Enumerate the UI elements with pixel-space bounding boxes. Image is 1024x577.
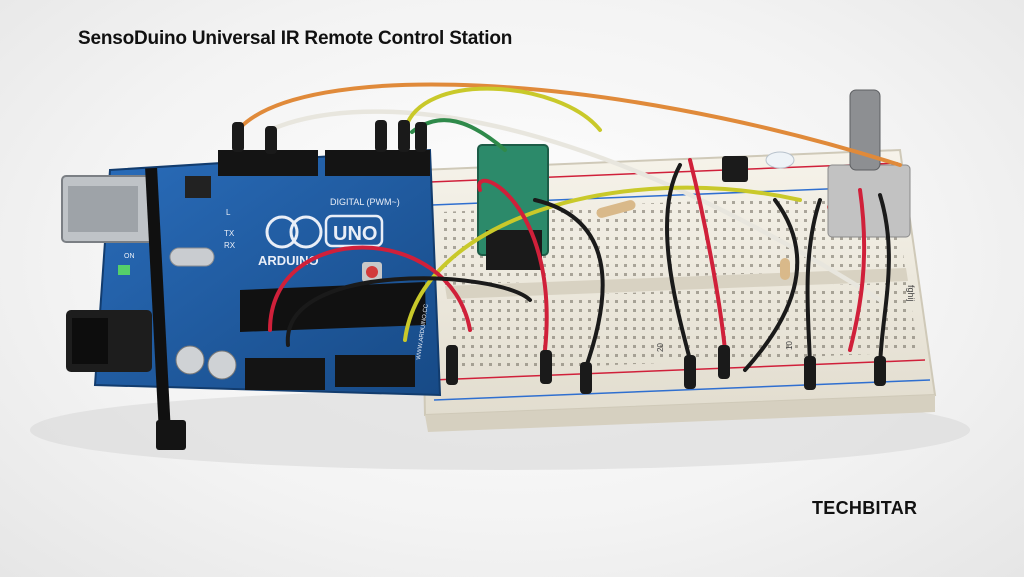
brand-part-2: BITAR: [862, 498, 918, 518]
row-label-right: 10: [785, 341, 794, 350]
cable-tie-head: [156, 420, 186, 450]
plug-3: [580, 362, 592, 394]
led-on-label: ON: [124, 253, 135, 260]
uno-text: UNO: [333, 223, 377, 245]
wire-yellow-top: [403, 86, 602, 132]
header-analog: [335, 355, 415, 387]
power-led: [118, 265, 130, 275]
wire-black-2: [743, 198, 800, 372]
header-digital: [325, 150, 430, 176]
wire-black-3: [805, 198, 822, 372]
wire-black-1: [665, 163, 692, 362]
plug-top-4: [398, 120, 410, 152]
rail-blue-bottom: [433, 379, 931, 401]
wire-red-2: [848, 188, 867, 352]
plug-4: [684, 355, 696, 389]
plug-1: [446, 345, 458, 385]
resistor-2: [780, 258, 790, 280]
potentiometer-body: [827, 164, 911, 238]
brand-part-1: TECH: [812, 498, 863, 518]
capacitor-2: [207, 350, 237, 380]
arduino-board: DIGITAL (PWM~) ARDUINO UNO L TX RX ON WW…: [61, 148, 442, 450]
rail-red-bottom: [431, 359, 926, 381]
wire-yellow-long: [403, 185, 802, 342]
capacitor-1: [175, 345, 205, 375]
icsp-header: [185, 176, 211, 198]
wire-black-board: [285, 276, 532, 347]
resistor-1: [596, 200, 636, 218]
row-label-left: 20: [656, 343, 665, 352]
header-power-bottom: [245, 358, 325, 390]
header-power-left: [218, 150, 318, 176]
plug-5: [718, 345, 730, 379]
wire-black-4: [878, 193, 891, 372]
arduino-logo-mark-right: [289, 215, 323, 249]
plug-2: [540, 350, 552, 384]
side-letters: fghij: [906, 285, 916, 302]
led-l-label: L: [226, 208, 231, 217]
power-jack-face: [72, 318, 108, 364]
breadboard-front-edge: [425, 395, 935, 432]
ir-led: [765, 151, 795, 169]
atmega-chip: [240, 282, 426, 332]
wire-red-module: [477, 178, 549, 352]
usb-connector-opening: [68, 186, 138, 232]
wire-red-board: [268, 245, 472, 332]
plug-7: [874, 356, 886, 386]
wire-black-module: [533, 198, 605, 372]
arduino-logo-mark: [265, 215, 299, 249]
plug-top-3: [375, 120, 387, 152]
center-channel: [445, 268, 908, 299]
wire-red-1: [688, 158, 727, 352]
wire-orange: [236, 82, 902, 167]
image-caption: SensoDuino Universal IR Remote Control S…: [78, 28, 513, 49]
plug-6: [804, 356, 816, 390]
ir-receiver: [722, 156, 748, 182]
brand-watermark: TECHBITAR: [812, 498, 917, 519]
plug-top-2: [265, 126, 277, 154]
led-rx-label: RX: [224, 241, 236, 250]
jumper-wires: [232, 82, 902, 394]
led-tx-label: TX: [224, 229, 235, 238]
plug-top-5: [415, 122, 427, 152]
potentiometer-shaft: [849, 89, 881, 171]
digital-header-label: DIGITAL (PWM~): [330, 197, 400, 207]
crystal: [169, 247, 215, 267]
plug-top-1: [232, 122, 244, 152]
cable-tie: [145, 167, 172, 439]
reset-button-cap: [366, 266, 378, 278]
wire-white: [267, 109, 883, 303]
